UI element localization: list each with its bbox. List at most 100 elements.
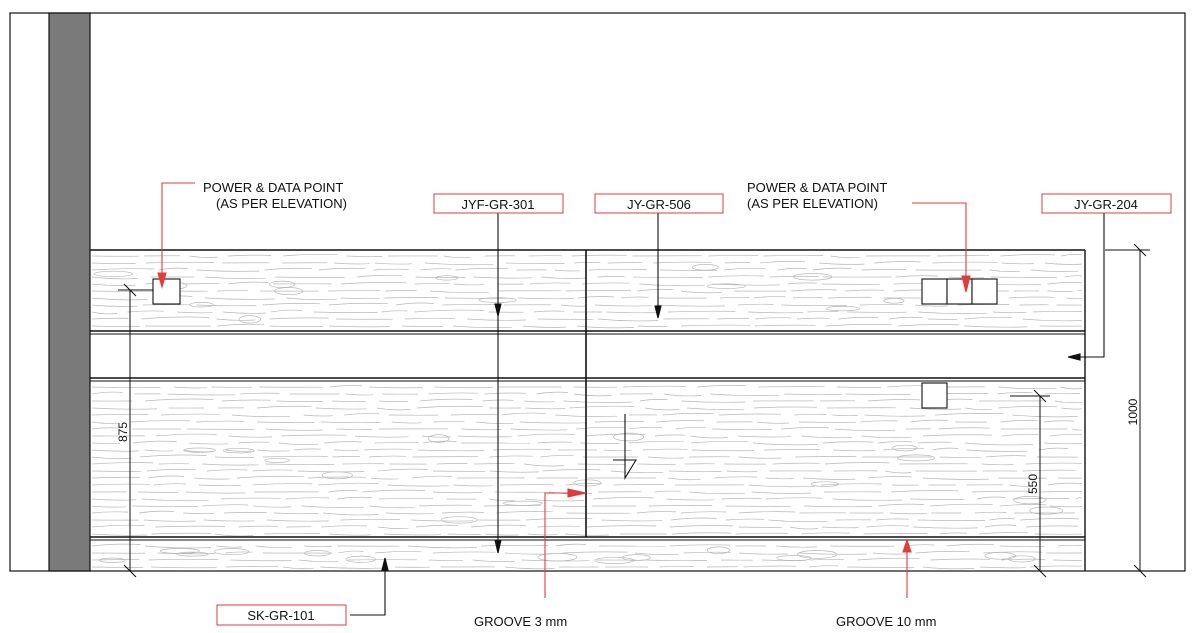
grain-knot: [691, 264, 719, 271]
grain-stroke: [989, 518, 1015, 521]
grain-stroke: [522, 325, 566, 328]
grain-stroke: [891, 490, 959, 493]
grain-stroke: [416, 405, 483, 409]
leader-power-left: [161, 182, 195, 285]
grain-stroke: [989, 269, 1021, 272]
grain-stroke: [898, 324, 960, 327]
grain-stroke: [845, 289, 885, 292]
grain-stroke: [789, 526, 818, 530]
grain-stroke: [489, 498, 515, 502]
grain-stroke: [333, 262, 370, 265]
grain-stroke: [228, 281, 269, 285]
grain-stroke: [577, 325, 634, 329]
grain-stroke: [471, 524, 527, 528]
grain-stroke: [226, 565, 279, 568]
grain-stroke: [966, 449, 1027, 452]
grain-stroke: [91, 462, 154, 465]
dim-1000-tick-bottom: [1133, 564, 1147, 578]
leader-power-right: [912, 202, 967, 290]
grain-stroke: [556, 543, 587, 547]
power-right-line1: POWER & DATA POINT: [747, 180, 887, 195]
grain-stroke: [256, 405, 312, 409]
grain-stroke: [221, 399, 272, 402]
grain-stroke: [225, 551, 253, 554]
grain-stroke: [127, 310, 164, 313]
socket-box-right-1: [921, 278, 948, 305]
grain-stroke: [644, 407, 680, 411]
grain-stroke: [422, 440, 457, 444]
grain-stroke: [726, 470, 758, 473]
grain-stroke: [640, 559, 708, 561]
grain-stroke: [769, 275, 819, 278]
grain-stroke: [753, 406, 817, 409]
grain-stroke: [203, 519, 255, 522]
grain-stroke: [158, 267, 188, 271]
grain-stroke: [980, 566, 1026, 569]
grain-stroke: [971, 490, 1035, 493]
grain-stroke: [714, 476, 758, 479]
grain-stroke: [964, 316, 1013, 320]
grain-stroke: [997, 392, 1033, 395]
grain-stroke: [332, 400, 366, 402]
grain-stroke: [216, 318, 256, 321]
grain-stroke: [1030, 269, 1079, 272]
grain-stroke: [91, 476, 140, 479]
grain-stroke: [91, 414, 149, 416]
grain-stroke: [751, 491, 812, 494]
grain-stroke: [812, 267, 852, 271]
grain-stroke: [807, 310, 839, 313]
grain-stroke: [501, 412, 546, 416]
grain-stroke: [571, 254, 627, 257]
grain-knot: [435, 275, 459, 281]
grain-stroke: [458, 435, 512, 438]
grain-stroke: [794, 413, 827, 416]
grain-stroke: [603, 449, 632, 452]
grain-stroke: [621, 296, 649, 299]
grain-stroke: [712, 428, 772, 431]
grain-stroke: [505, 262, 565, 264]
grain-stroke: [930, 558, 990, 561]
grain-stroke: [150, 566, 217, 569]
grain-stroke: [496, 511, 553, 514]
grain-stroke: [369, 455, 406, 458]
grain-stroke: [264, 267, 312, 271]
grain-stroke: [784, 393, 842, 396]
tag-jy-gr-204: JY-GR-204: [1074, 197, 1138, 212]
grain-stroke: [1061, 254, 1083, 257]
grain-stroke: [810, 559, 844, 561]
tag-box-jy-gr-204: [1041, 193, 1172, 214]
grain-stroke: [285, 497, 330, 500]
grain-stroke: [601, 519, 663, 522]
grain-stroke: [370, 477, 399, 480]
grain-stroke: [721, 497, 762, 500]
grain-stroke: [594, 421, 644, 423]
grain-knot: [792, 273, 833, 281]
grain-stroke: [764, 449, 820, 451]
grain-stroke: [91, 276, 138, 280]
grain-stroke: [633, 276, 703, 279]
grain-stroke: [753, 296, 786, 299]
grain-stroke: [918, 311, 987, 314]
arrow-jyf-gr-301-a: [494, 303, 502, 317]
grain-stroke: [739, 552, 788, 555]
grain-stroke: [1001, 262, 1034, 265]
grain-stroke: [935, 413, 1004, 416]
grain-stroke: [606, 311, 657, 314]
grain-stroke: [217, 323, 265, 327]
grain-stroke: [214, 533, 254, 537]
grain-stroke: [91, 511, 129, 514]
grain-stroke: [754, 324, 816, 327]
grain-stroke: [340, 518, 401, 521]
grain-stroke: [91, 427, 120, 430]
grain-stroke: [1072, 428, 1083, 431]
grain-stroke: [827, 296, 872, 299]
grain-stroke: [580, 442, 619, 444]
grain-stroke: [1000, 420, 1039, 423]
grain-stroke: [623, 385, 687, 388]
power-right-line2: (AS PER ELEVATION): [747, 196, 878, 211]
grain-stroke: [282, 566, 314, 569]
grain-stroke: [252, 469, 293, 472]
grain-stroke: [917, 441, 952, 444]
grain-stroke: [542, 469, 601, 472]
grain-stroke: [868, 476, 912, 479]
